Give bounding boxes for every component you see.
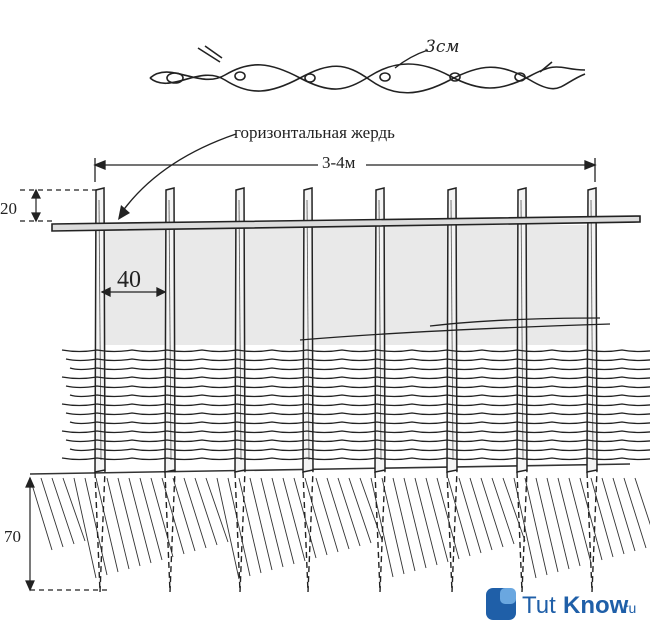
arrow-head <box>118 205 130 220</box>
woven-rod <box>61 430 650 434</box>
woven-rod <box>61 349 650 353</box>
spacing-label-bg <box>112 264 154 290</box>
top-height-label: 20 <box>0 199 17 218</box>
woven-rod <box>61 376 650 380</box>
ground <box>29 463 650 580</box>
woven-rod <box>65 358 650 362</box>
woven-rods <box>61 317 650 461</box>
woven-rod <box>299 323 611 341</box>
woven-rod <box>65 385 650 389</box>
woven-rod <box>69 421 650 425</box>
background-panel <box>100 225 595 345</box>
fence-post <box>234 187 246 593</box>
fence-post <box>302 187 314 593</box>
thickness-leader <box>394 49 429 69</box>
length-label: 3-4м <box>322 153 356 172</box>
fence-post <box>374 187 386 593</box>
post-spacing-label: 40 <box>117 267 141 293</box>
horizontal-pole-arrow <box>121 133 237 213</box>
woven-rod <box>65 439 650 443</box>
logo-brand-a: Tut <box>522 592 556 619</box>
tutknow-logo: Tut Know .ru <box>486 588 636 620</box>
horizontal-pole-label: горизонтальная жердь <box>234 123 395 142</box>
fence-post <box>164 187 176 593</box>
logo-brand-b: Know <box>563 592 629 619</box>
woven-rod <box>65 412 650 416</box>
depth-label: 70 <box>4 527 21 546</box>
logo-suffix: .ru <box>620 600 636 616</box>
thickness-label: 3см <box>425 37 459 57</box>
post-spacing-dimension <box>100 286 167 298</box>
woven-rod <box>61 457 650 461</box>
length-label-bg <box>318 150 366 172</box>
fence-posts <box>94 187 598 593</box>
fence-post <box>94 187 106 593</box>
fence-post <box>586 187 598 593</box>
depth-dimension <box>25 476 110 592</box>
woven-rod <box>429 317 601 327</box>
woven-rod <box>69 448 650 452</box>
horizontal-pole <box>51 215 641 232</box>
woven-rod <box>61 403 650 407</box>
woven-rod <box>69 394 650 398</box>
top-height-dimension <box>20 188 98 223</box>
woven-rod <box>69 367 650 371</box>
fence-post <box>516 187 528 593</box>
twisted-rod-detail <box>149 45 586 94</box>
fence-post <box>446 187 458 593</box>
